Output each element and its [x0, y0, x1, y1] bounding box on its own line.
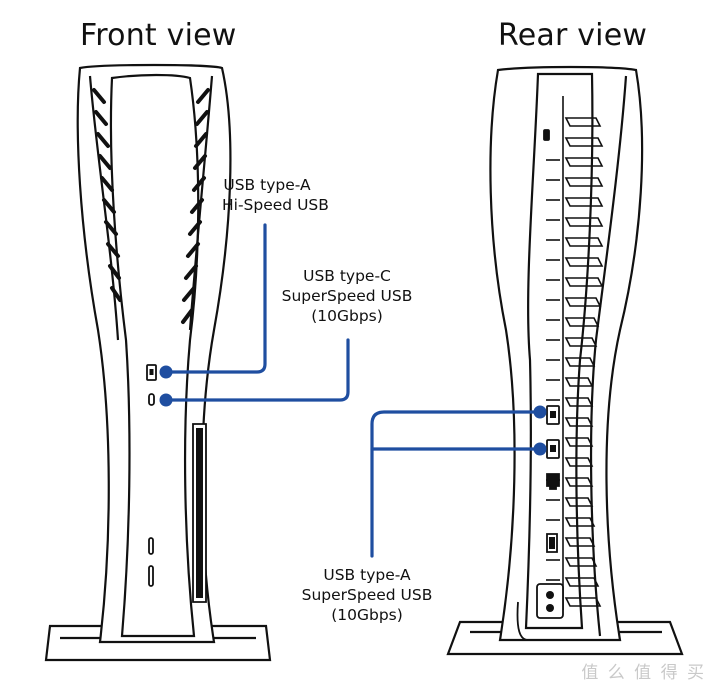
- front-view-title: Front view: [80, 18, 237, 53]
- callout-usb-a-superspeed-line2: SuperSpeed USB: [301, 586, 433, 604]
- rear-ports: [516, 129, 564, 641]
- front-power-button-icon: [148, 537, 154, 555]
- callout-usb-c-superspeed-line2: SuperSpeed USB: [281, 287, 413, 305]
- front-eject-button-icon: [148, 565, 154, 587]
- front-ports: [146, 364, 207, 603]
- callout-line-usb-a-hispeed: [166, 223, 267, 374]
- rear-ethernet-port-icon: [546, 473, 560, 490]
- callout-usb-a-hispeed-line2: Hi-Speed USB: [222, 196, 329, 214]
- rear-power-port-icon: [536, 583, 564, 619]
- callout-line-usb-c-superspeed: [166, 338, 350, 402]
- callout-dots: [159, 365, 547, 456]
- callout-usb-a-superspeed: USB type-A SuperSpeed USB (10Gbps): [296, 565, 438, 625]
- callout-usb-c-superspeed-line1: USB type-C: [303, 267, 391, 285]
- front-right-vents: [181, 88, 210, 324]
- front-console: [44, 63, 272, 662]
- callout-dot-rear-usb-a-1: [533, 405, 547, 419]
- rear-console: [446, 65, 684, 656]
- rear-view-title: Rear view: [498, 18, 648, 53]
- callout-dot-front-usb-c: [159, 393, 173, 407]
- callout-usb-a-superspeed-line3: (10Gbps): [331, 606, 403, 624]
- callout-dot-front-usb-a: [159, 365, 173, 379]
- callout-usb-c-superspeed: USB type-C SuperSpeed USB (10Gbps): [276, 266, 418, 326]
- callout-line-usb-a-superspeed: [370, 410, 542, 558]
- callout-lines: [166, 223, 542, 558]
- callout-usb-a-hispeed: USB type-A Hi-Speed USB: [222, 175, 329, 215]
- callout-usb-a-hispeed-line1: USB type-A: [223, 176, 311, 194]
- callout-usb-c-superspeed-line3: (10Gbps): [311, 307, 383, 325]
- rear-center-panel: [524, 72, 594, 630]
- front-center-body: [109, 73, 200, 638]
- callout-dot-rear-usb-a-2: [533, 442, 547, 456]
- callout-usb-a-superspeed-line1: USB type-A: [323, 566, 411, 584]
- front-left-vents: [92, 88, 122, 302]
- rear-top-slot-icon: [543, 129, 550, 141]
- front-usb-c-port-icon: [148, 393, 155, 406]
- watermark: 值 么 值 得 买: [581, 663, 706, 683]
